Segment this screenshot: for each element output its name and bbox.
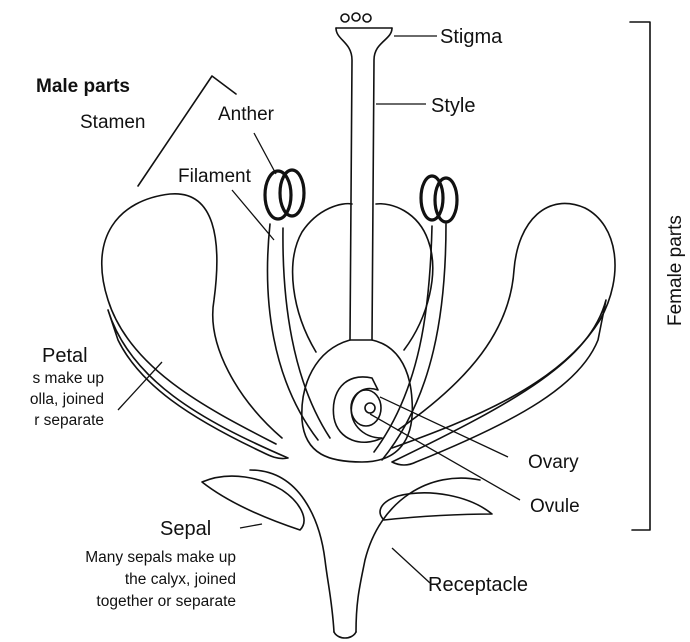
anther-label: Anther [218, 104, 275, 125]
filament-leader [232, 190, 274, 240]
male-parts-label: Male parts [36, 76, 130, 97]
ovary-label: Ovary [528, 452, 579, 473]
sepal-note-line-3: together or separate [96, 593, 236, 610]
petal-left [102, 194, 288, 459]
sepal-note-line-2: the calyx, joined [125, 571, 236, 588]
filament-label: Filament [178, 166, 252, 187]
petal-right [392, 203, 615, 465]
sepal-leader [240, 524, 262, 528]
ovary-body [302, 340, 413, 462]
petal-note-line-2: olla, joined [30, 391, 104, 408]
stigma-label: Stigma [440, 26, 503, 48]
sepal-left [202, 476, 304, 530]
ovule-label: Ovule [530, 496, 580, 517]
pistil [336, 13, 392, 340]
stamen-label: Stamen [80, 112, 145, 133]
petal-note-line-1: s make up [32, 370, 104, 387]
sepal-right [380, 493, 492, 520]
sepal-note-line-1: Many sepals make up [85, 549, 236, 566]
stamen-left [265, 170, 330, 440]
female-parts-label: Female parts [665, 215, 686, 326]
receptacle-leader [392, 548, 430, 583]
receptacle-label: Receptacle [428, 574, 528, 596]
sepal-label: Sepal [160, 518, 211, 540]
petal-label: Petal [42, 345, 88, 367]
anther-leader [254, 133, 276, 174]
female-parts-bracket [630, 22, 650, 530]
petal-leader [118, 362, 162, 410]
petal-center [293, 204, 433, 352]
petal-note-line-3: r separate [34, 412, 104, 429]
style-label: Style [431, 95, 475, 117]
